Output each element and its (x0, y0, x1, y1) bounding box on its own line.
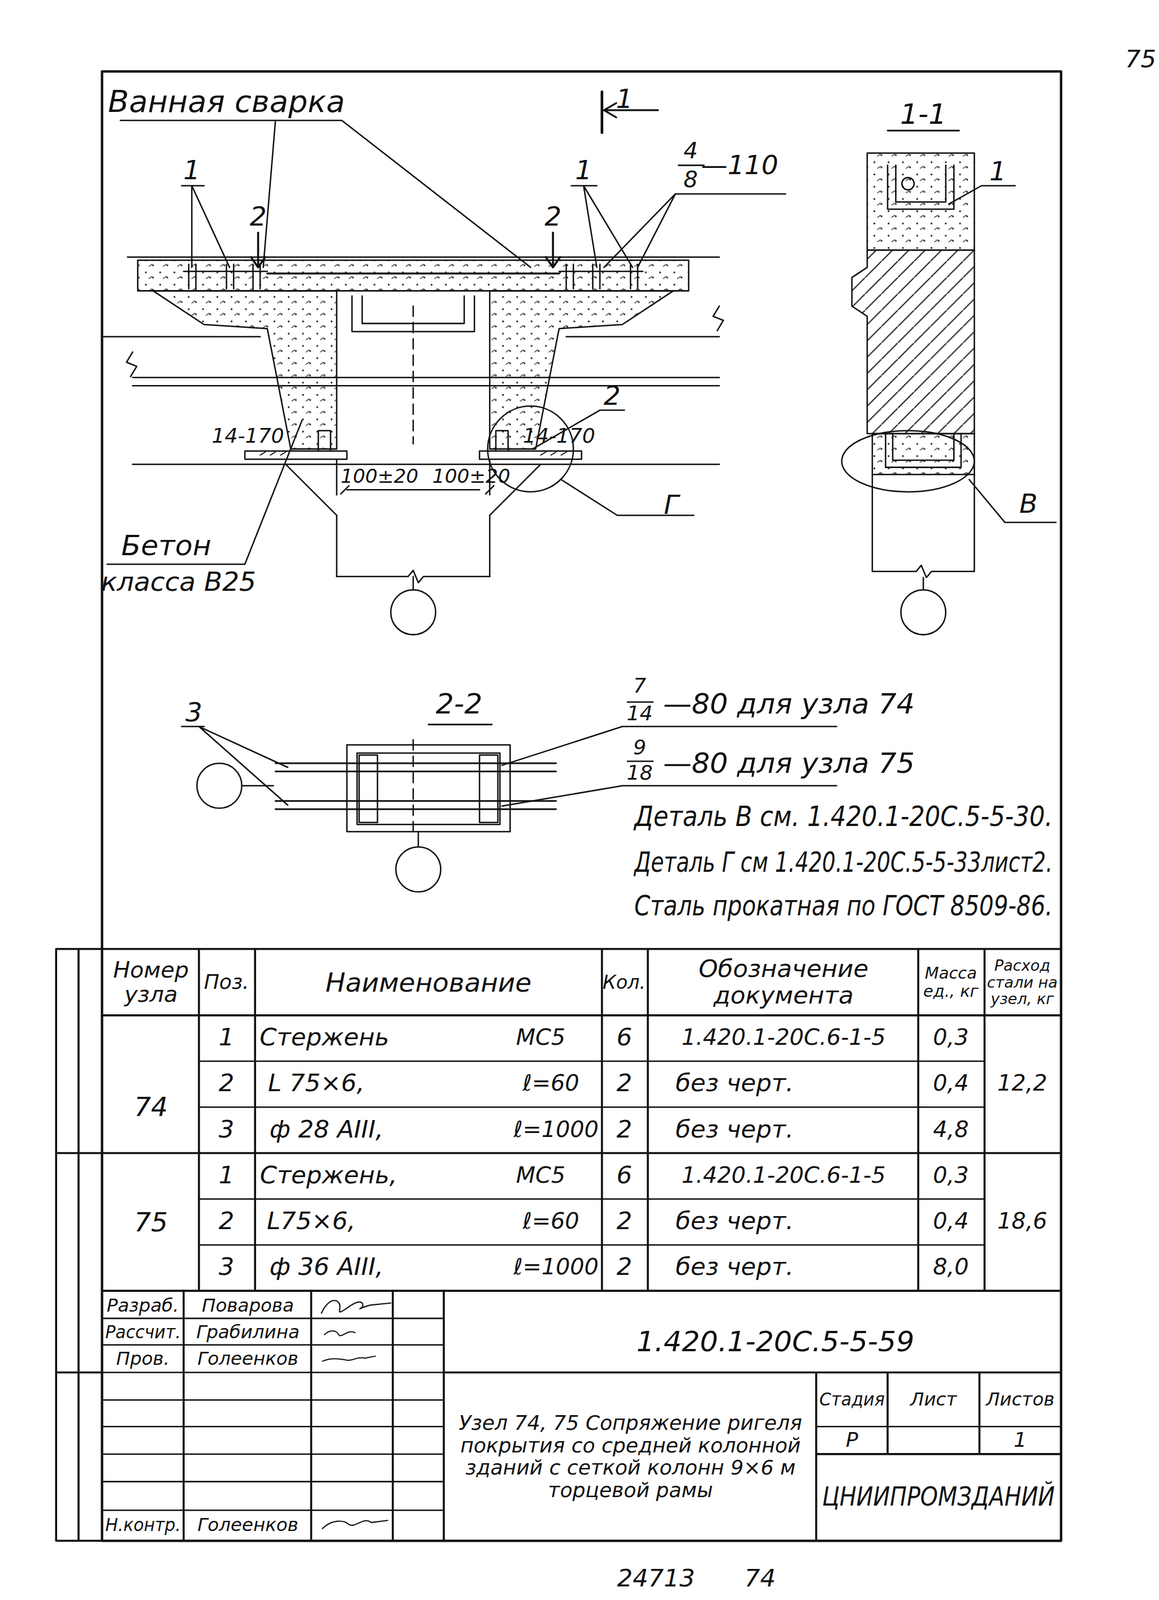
drawing-label: Узел 74, 75 Сопряжение ригеля покрытия с… (451, 1412, 810, 1503)
drawing-label: 7 (633, 675, 647, 699)
drawing-label: —80 для узла 74 (663, 688, 915, 720)
drawing-label: 14-170 (522, 425, 596, 448)
drawing-label: 1 (989, 156, 1007, 187)
drawing-label: 2 (616, 1207, 633, 1235)
drawing-label: Листов (985, 1389, 1055, 1411)
drawing-label: Номер узла (105, 957, 197, 1007)
drawing-label: 75 (133, 1207, 168, 1238)
drawing-label: 4 (683, 138, 698, 164)
drawing-label: Рассчит. (105, 1322, 181, 1343)
drawing-label: Масса ед., кг (920, 964, 982, 1001)
drawing-label: Поварова (201, 1295, 294, 1317)
drawing-label: Лист (910, 1389, 957, 1411)
drawing-label: Наименование (325, 967, 533, 998)
drawing-label: 12,2 (997, 1071, 1048, 1097)
drawing-label: Голеенков (197, 1515, 299, 1536)
drawing-label: без черт. (675, 1070, 794, 1098)
drawing-label: ф 36 АIII, (269, 1253, 384, 1281)
drawing-label: 24713 (616, 1564, 695, 1593)
drawing-label: 9 (633, 736, 647, 760)
drawing-label: Голеенков (197, 1348, 299, 1370)
drawing-label: Н.контр. (105, 1515, 181, 1536)
drawing-label: 18,6 (997, 1208, 1048, 1234)
drawing-label: без черт. (675, 1253, 794, 1281)
drawing-label: В (1019, 489, 1038, 520)
drawing-label: ЦНИИПРОМЗДАНИЙ (822, 1482, 1055, 1512)
drawing-label: 8,0 (932, 1254, 969, 1280)
drawing-label: 0,4 (932, 1071, 969, 1097)
drawing-label: L 75×6, (267, 1070, 365, 1098)
drawing-label: Стержень (259, 1023, 389, 1052)
drawing-label: Расход стали на узел, кг (985, 957, 1059, 1008)
drawing-label: 18 (626, 762, 653, 785)
drawing-label: Ванная сварка (107, 85, 345, 120)
drawing-label: Сталь прокатная по ГОСТ 8509-86. (634, 890, 1053, 923)
drawing-label: 2 (218, 1070, 235, 1098)
drawing-label: ℓ=1000 (513, 1117, 599, 1143)
drawing-label: 3 (218, 1253, 235, 1281)
drawing-label: 14 (626, 702, 653, 726)
drawing-label: 1 (574, 156, 592, 186)
drawing-label: 1 (1013, 1429, 1027, 1452)
drawing-label: 2 (544, 201, 562, 232)
drawing-label: Разраб. (106, 1295, 180, 1317)
drawing-label: —80 для узла 75 (663, 747, 915, 780)
drawing-label: 2-2 (435, 688, 483, 720)
drawing-label: 2 (603, 381, 621, 411)
drawing-label: 0,4 (932, 1208, 969, 1234)
drawing-label: 1 (218, 1161, 235, 1189)
drawing-label: 0,3 (932, 1025, 969, 1050)
drawing-label: Р (845, 1429, 859, 1452)
drawing-label: 100±20 (432, 465, 511, 488)
drawing-label: Кол. (602, 971, 646, 994)
drawing-label: Стадия (819, 1389, 885, 1411)
drawing-label: 74 (133, 1092, 168, 1122)
drawing-label: 3 (218, 1116, 235, 1144)
drawing-label: Бетон (121, 530, 212, 562)
drawing-label: 4,8 (932, 1117, 969, 1143)
drawing-label: без черт. (675, 1116, 794, 1144)
drawing-label: 1 (218, 1023, 235, 1052)
drawing-label: без черт. (675, 1207, 794, 1235)
drawing-label: 1 (183, 156, 201, 186)
drawing-label: 75 (1125, 45, 1157, 73)
drawing-label: Г (663, 490, 679, 520)
drawing-label: Деталь Г см 1.420.1-20С.5-5-33лист2. (634, 846, 1053, 879)
drawing-label: 3 (185, 697, 203, 728)
drawing-label: 2 (249, 201, 267, 232)
drawing-label: 0,3 (932, 1162, 969, 1188)
drawing-label: 1 (615, 84, 633, 114)
drawing-label: 100±20 (340, 465, 419, 488)
drawing-label: 1.420.1-20С.6-1-5 (681, 1025, 886, 1050)
drawing-label: МС5 (516, 1025, 566, 1050)
drawing-label: Стержень, (260, 1161, 398, 1189)
drawing-label: 1-1 (900, 98, 947, 131)
drawing-label: ф 28 АIII, (269, 1116, 384, 1144)
drawing-label: класса В25 (101, 567, 257, 597)
drawing-label: 6 (616, 1161, 633, 1189)
drawing-label: Поз. (204, 971, 250, 994)
drawing-label: ℓ=1000 (513, 1254, 599, 1280)
drawing-label: 2 (218, 1207, 235, 1235)
drawing-label: Грабилина (196, 1322, 300, 1343)
drawing-label: ℓ=60 (522, 1208, 579, 1234)
drawing-label: L75×6, (266, 1207, 356, 1235)
drawing-label: 2 (616, 1116, 633, 1144)
drawing-label: 14-170 (212, 425, 285, 448)
drawing-label: Деталь В см. 1.420.1-20С.5-5-30. (634, 800, 1053, 833)
drawing-label: ℓ=60 (522, 1071, 579, 1097)
drawing-label: —110 (701, 150, 778, 181)
drawing-label: 2 (616, 1253, 633, 1281)
drawing-label: 1.420.1-20С.6-1-5 (681, 1162, 886, 1188)
drawing-label: Обозначение документа (655, 955, 911, 1010)
drawing-label: 6 (616, 1023, 633, 1052)
drawing-label: 2 (616, 1070, 633, 1098)
drawing-label: 8 (683, 167, 698, 193)
drawing-label: Пров. (115, 1348, 170, 1370)
drawing-label: МС5 (516, 1162, 566, 1188)
drawing-label: 74 (744, 1564, 776, 1593)
drawing-label: 1.420.1-20С.5-5-59 (636, 1325, 915, 1358)
